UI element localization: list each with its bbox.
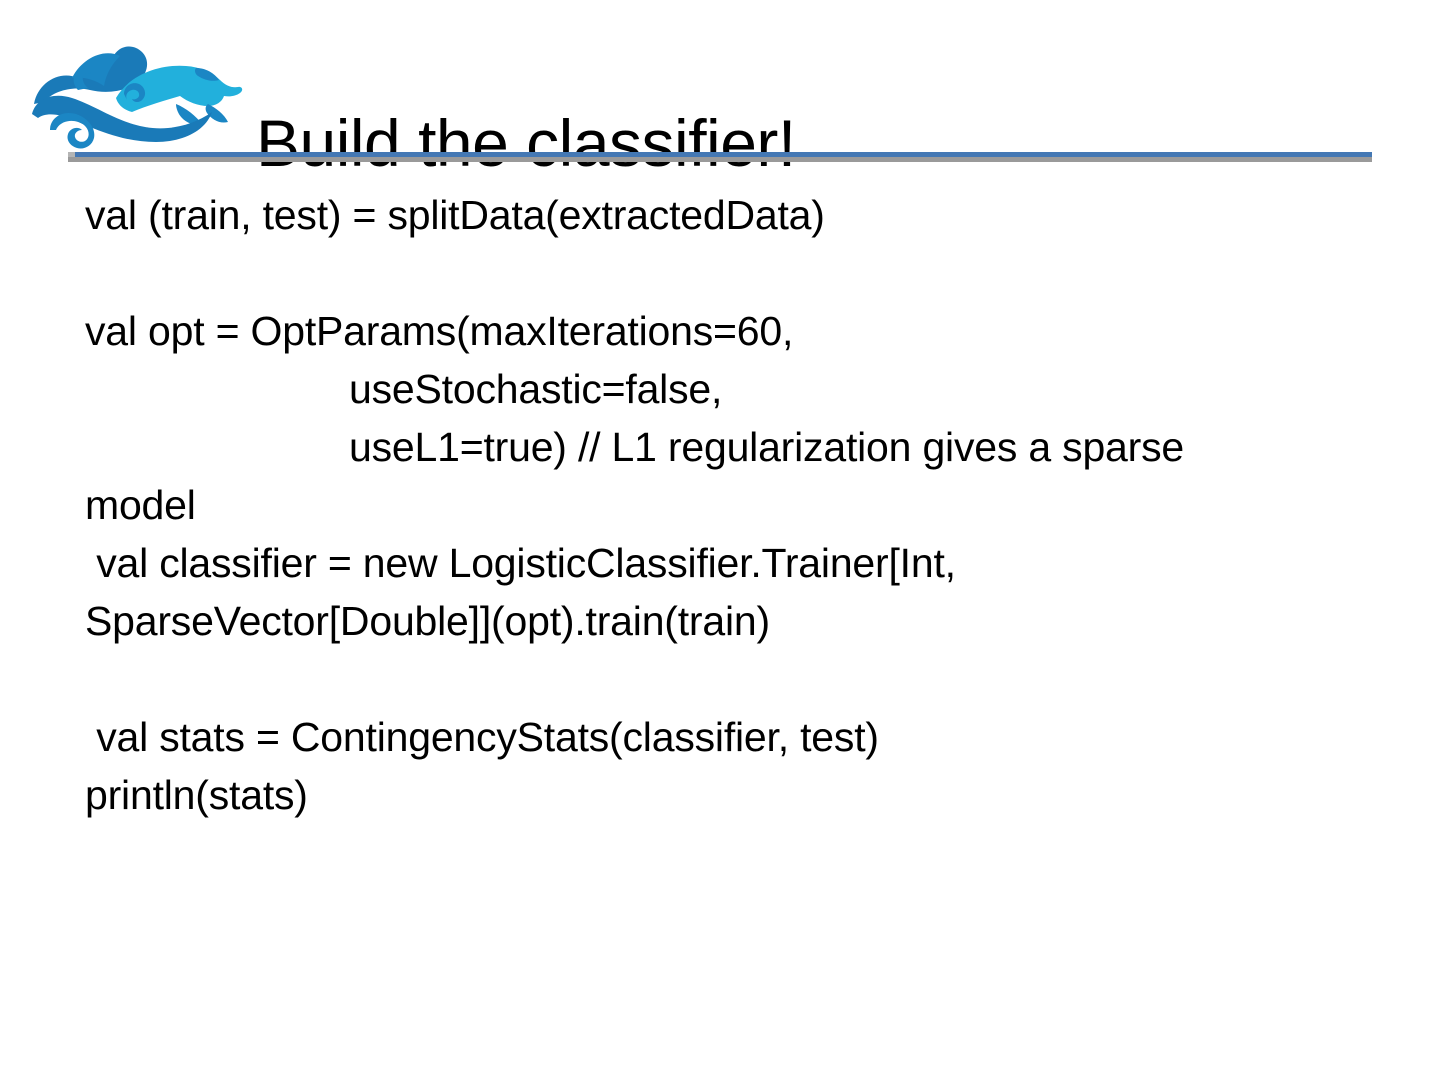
breeze-dog-wave-logo-icon xyxy=(20,38,252,162)
code-block: val (train, test) = splitData(extractedD… xyxy=(85,186,1385,824)
code-line: useStochastic=false, xyxy=(349,366,723,412)
title-rule-shadow xyxy=(68,157,1372,162)
page-title: Build the classifier! xyxy=(256,106,796,181)
code-line: val classifier = new LogisticClassifier.… xyxy=(85,540,956,586)
code-line: SparseVector[Double]](opt).train(train) xyxy=(85,598,770,644)
code-line: model xyxy=(85,482,196,528)
slide-header: Build the classifier! xyxy=(0,0,1440,180)
code-line-blank xyxy=(85,244,1385,302)
code-line-blank xyxy=(85,650,1385,708)
code-line: val opt = OptParams(maxIterations=60, xyxy=(85,308,794,354)
title-divider-rule xyxy=(75,152,1372,157)
code-line: val stats = ContingencyStats(classifier,… xyxy=(85,714,879,760)
code-line: useL1=true) // L1 regularization gives a… xyxy=(349,424,1185,470)
code-line: println(stats) xyxy=(85,772,308,818)
code-line: val (train, test) = splitData(extractedD… xyxy=(85,192,825,238)
